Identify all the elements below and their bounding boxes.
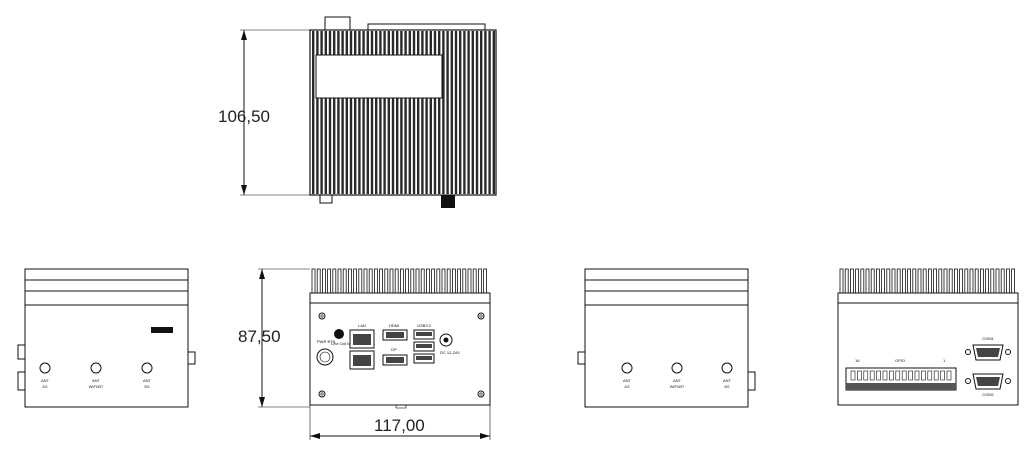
svg-text:WIFI/BT: WIFI/BT: [670, 384, 685, 389]
top-stub-right: [441, 195, 455, 208]
left-antenna-wifi: ANT WIFI/BT: [89, 362, 104, 389]
svg-text:WIFI/BT: WIFI/BT: [89, 384, 104, 389]
svg-text:HDMI: HDMI: [389, 323, 399, 328]
svg-text:COM2: COM2: [982, 392, 994, 397]
top-view: 106,50: [218, 16, 497, 208]
left-antenna-4g: ANT 4G: [39, 362, 51, 389]
svg-text:USB3.0: USB3.0: [417, 323, 432, 328]
svg-text:16: 16: [855, 358, 860, 363]
svg-text:ANT: ANT: [143, 378, 152, 383]
svg-text:PWR BTN: PWR BTN: [317, 339, 336, 344]
svg-text:ANT: ANT: [673, 378, 682, 383]
gpio-connector: 16 GPIO 1: [845, 358, 957, 391]
rear-view: 16 GPIO 1 COM1 COM2: [837, 268, 1019, 406]
top-stub-left: [319, 194, 333, 204]
dc-jack: DC 12-24V: [439, 333, 460, 355]
svg-text:ANT: ANT: [723, 378, 732, 383]
svg-text:DC 12-24V: DC 12-24V: [440, 350, 460, 355]
com1-port: COM1: [965, 336, 1011, 361]
svg-text:LAN: LAN: [358, 323, 366, 328]
svg-text:COM1: COM1: [982, 336, 994, 341]
audio-jack: Line Out Mic in: [331, 329, 358, 346]
hdmi-port: HDMI: [382, 323, 408, 341]
usb-ports: USB3.0: [413, 323, 435, 364]
top-connector-right: [367, 23, 486, 31]
svg-text:5G: 5G: [724, 384, 729, 389]
svg-text:ANT: ANT: [92, 378, 101, 383]
svg-text:5G: 5G: [144, 384, 149, 389]
top-label-plate: [315, 54, 443, 99]
power-button: PWR BTN: [316, 339, 336, 366]
left-side-badge: [151, 327, 173, 333]
svg-text:4G: 4G: [624, 384, 629, 389]
dp-port: DP: [382, 347, 408, 366]
dim-top-height: 106,50: [218, 107, 270, 126]
svg-text:GPIO: GPIO: [895, 358, 905, 363]
svg-text:DP: DP: [391, 347, 397, 352]
dim-front-height: 87,50: [238, 327, 281, 346]
front-view: PWR BTN Line Out Mic in LAN HDMI DP: [238, 268, 491, 440]
right-side-view: ANT 4G ANT WIFI/BT ANT 5G: [577, 268, 756, 408]
dim-front-width: 117,00: [374, 416, 425, 435]
svg-text:Line Out Mic in: Line Out Mic in: [331, 341, 358, 346]
left-antenna-5g: ANT 5G: [141, 362, 153, 389]
left-side-view: ANT 4G ANT WIFI/BT ANT 5G: [17, 268, 196, 408]
front-panel: [309, 302, 491, 406]
rear-fins: [839, 268, 1015, 294]
right-antenna-4g: ANT 4G: [621, 362, 633, 389]
svg-text:1: 1: [943, 358, 946, 363]
svg-text:ANT: ANT: [623, 378, 632, 383]
right-antenna-wifi: ANT WIFI/BT: [670, 362, 685, 389]
com2-port: COM2: [965, 373, 1011, 397]
svg-text:ANT: ANT: [41, 378, 50, 383]
right-antenna-5g: ANT 5G: [721, 362, 733, 389]
lan-ports: LAN: [349, 323, 375, 370]
top-connector-left: [324, 16, 351, 31]
svg-text:4G: 4G: [42, 384, 47, 389]
front-fins: [311, 268, 488, 294]
top-fins: [312, 31, 495, 194]
